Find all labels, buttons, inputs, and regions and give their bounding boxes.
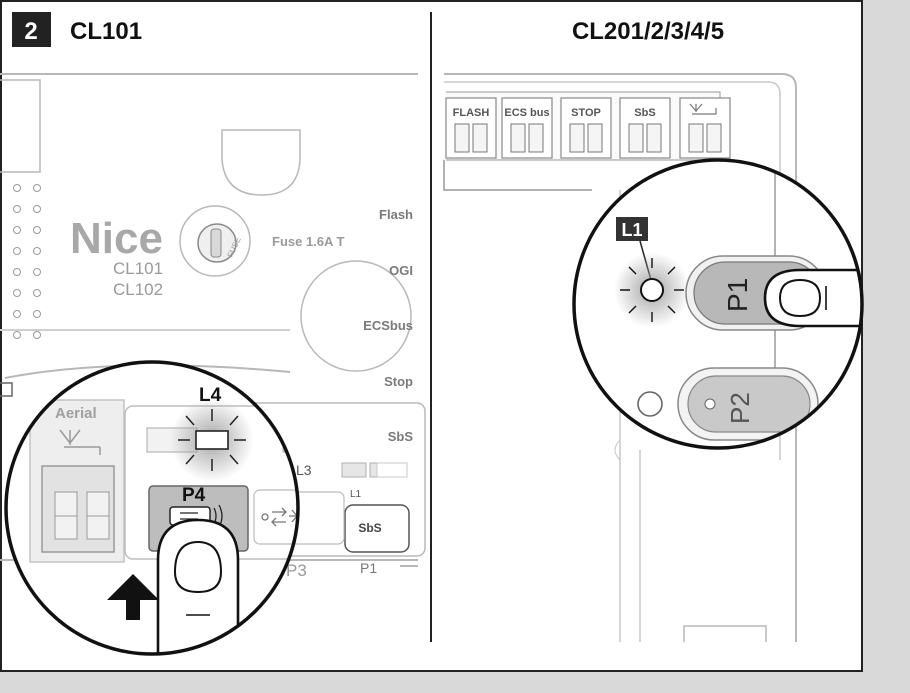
l1-led-icon xyxy=(640,278,664,302)
fuse-icon xyxy=(179,205,251,277)
step-badge: 2 xyxy=(12,12,51,47)
arrows-icon xyxy=(261,507,287,527)
connector-stop: STOP xyxy=(560,97,612,159)
connector-flash: FLASH xyxy=(445,97,497,159)
terminal-sbs: SbS xyxy=(388,429,414,444)
antenna-icon xyxy=(689,103,717,115)
antenna-icon xyxy=(59,429,101,455)
button-p1: P1 xyxy=(722,278,753,312)
sbs-button-label: SbS xyxy=(358,521,381,535)
connector-flash-label: FLASH xyxy=(453,107,490,119)
model-line-2: CL102 xyxy=(113,280,163,299)
l2-led-icon xyxy=(637,391,663,417)
led-l3: L3 xyxy=(296,462,312,478)
model-line-1: CL101 xyxy=(113,259,163,278)
button-p2: P2 xyxy=(725,392,755,424)
left-title: CL101 xyxy=(70,18,142,45)
left-board: Nice CL101 CL102 FUSE Fuse 1.6A T Flash … xyxy=(0,73,426,580)
button-p3-label: P3 xyxy=(286,561,307,580)
fuse-label: Fuse 1.6A T xyxy=(272,234,345,249)
led-l1: L1 xyxy=(350,489,362,500)
connector-sbs: SbS xyxy=(619,97,671,159)
zoom-led-l1: L1 xyxy=(621,220,642,240)
right-title: CL201/2/3/4/5 xyxy=(572,18,724,45)
connector-aerial xyxy=(679,97,731,159)
right-board: FLASH ECS bus STOP SbS xyxy=(443,73,797,642)
connector-ecs-bus-label: ECS bus xyxy=(504,107,549,119)
l1-glow-rays xyxy=(620,258,684,322)
l4-led-icon xyxy=(195,430,229,450)
terminal-ogi: OGI xyxy=(389,263,413,278)
zoom-button-p4: P4 xyxy=(182,485,206,506)
connector-ecs-bus: ECS bus xyxy=(501,97,553,159)
button-p1-label: P1 xyxy=(360,560,377,576)
right-zoom-callout: L1 P1 xyxy=(572,158,864,450)
pin-header xyxy=(13,184,41,339)
cover-tab xyxy=(221,129,301,196)
brand-logo: Nice xyxy=(70,214,163,263)
connector-stop-label: STOP xyxy=(571,107,601,119)
push-arrow-icon xyxy=(107,574,159,620)
sbs-button[interactable] xyxy=(344,504,410,553)
terminal-flash: Flash xyxy=(379,207,413,222)
terminal-ecsbus: ECSbus xyxy=(363,318,413,333)
zoom-led-l4: L4 xyxy=(199,385,222,406)
l4-glow-rays xyxy=(178,409,246,471)
relay-outline xyxy=(300,260,412,372)
aerial-label: Aerial xyxy=(55,405,97,422)
terminal-stop: Stop xyxy=(384,374,413,389)
step-number: 2 xyxy=(24,18,37,45)
connector-sbs-label: SbS xyxy=(634,107,655,119)
